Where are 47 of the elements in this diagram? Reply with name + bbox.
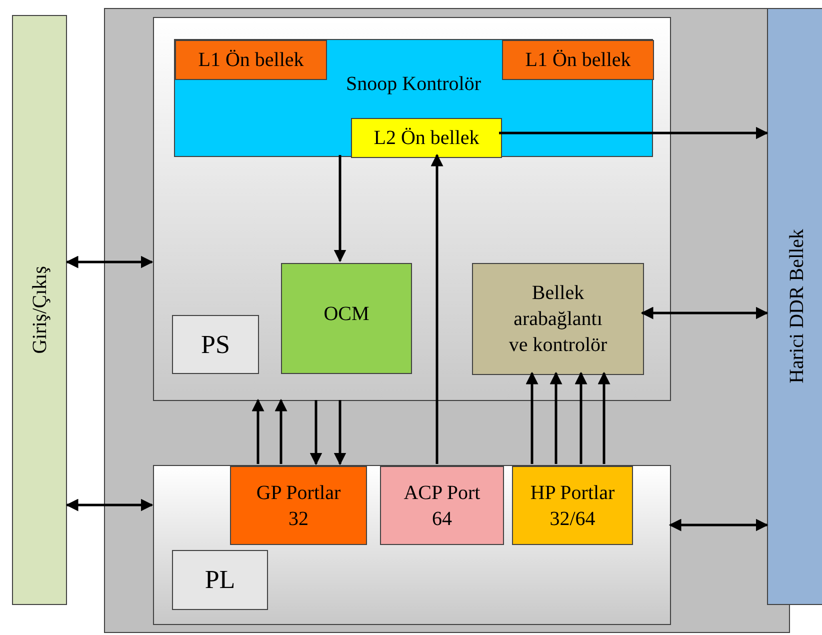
- band-label: Giriş/Çıkış: [28, 266, 52, 354]
- arrow: [334, 400, 346, 466]
- box-label: 32/64: [550, 506, 596, 532]
- arrow: [668, 518, 768, 532]
- cache-box: [351, 118, 502, 158]
- arrow: [526, 372, 538, 464]
- arrow: [66, 498, 154, 512]
- memory-band: [767, 8, 822, 605]
- arrow: [574, 372, 588, 464]
- section-label: PS: [201, 328, 230, 361]
- arrow: [430, 154, 444, 464]
- arrow: [550, 372, 562, 464]
- box-label: Bellek arabağlantı ve kontrolör: [508, 281, 608, 358]
- cache-box: [502, 40, 654, 80]
- port-box: [380, 466, 504, 545]
- section-box: [172, 315, 259, 374]
- chip-panel: [104, 8, 790, 633]
- box-label: L2 Ön bellek: [374, 126, 480, 151]
- logic-panel: [153, 465, 671, 625]
- controller-box: [472, 263, 644, 375]
- arrow: [66, 256, 154, 268]
- section-box: [172, 550, 268, 610]
- memory-box: [281, 263, 412, 374]
- arrow: [274, 398, 288, 464]
- box-label: OCM: [324, 302, 370, 326]
- io-band: [12, 15, 67, 605]
- box-label: 64: [432, 506, 452, 532]
- box-label: HP Portlar: [530, 480, 615, 506]
- box-label: GP Portlar: [256, 480, 341, 506]
- box-label: L1 Ön bellek: [198, 48, 304, 73]
- processing-panel: [153, 17, 671, 401]
- arrow: [640, 306, 768, 320]
- cache-box: [175, 40, 327, 80]
- arrow: [252, 398, 264, 464]
- box-label: Snoop Kontrolör: [346, 72, 481, 97]
- arrow: [499, 126, 768, 140]
- section-label: PL: [204, 564, 236, 596]
- band-label: Harici DDR Bellek: [785, 229, 809, 384]
- controller-box: [174, 39, 653, 157]
- arrow: [598, 372, 610, 464]
- arrow: [310, 400, 322, 466]
- box-label: 32: [288, 506, 308, 532]
- box-label: L1 Ön bellek: [525, 48, 631, 73]
- box-label: ACP Port: [404, 480, 480, 506]
- arrow: [334, 155, 346, 262]
- port-box: [230, 466, 367, 545]
- port-box: [512, 466, 633, 545]
